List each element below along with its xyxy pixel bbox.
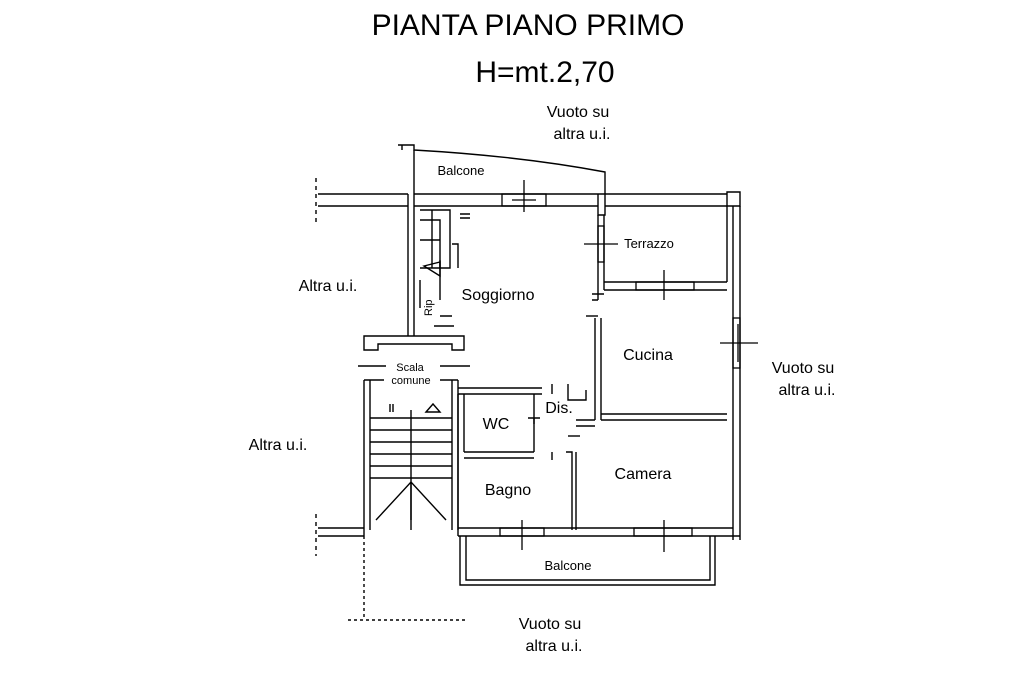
room-label-rip: Rip — [423, 299, 435, 316]
room-label-scala-1: Scala — [396, 362, 424, 374]
room-label-cucina: Cucina — [623, 347, 673, 364]
neighbor-wall-upper — [318, 193, 408, 207]
label-altra-left-lower: Altra u.i. — [249, 437, 308, 454]
kitchen-walls — [594, 318, 727, 421]
windows — [499, 180, 758, 552]
room-label-soggiorno: Soggiorno — [462, 287, 535, 304]
label-vuoto-bottom-2: altra u.i. — [526, 638, 583, 655]
room-label-camera: Camera — [615, 466, 672, 483]
wall-top — [414, 193, 598, 207]
plan-title: PIANTA PIANO PRIMO — [372, 9, 685, 42]
window-balcone-top — [501, 180, 547, 212]
balcony-bottom-outline — [459, 536, 716, 586]
room-label-balcone-top: Balcone — [438, 163, 485, 178]
wc-walls — [457, 387, 542, 530]
room-label-terrazzo: Terrazzo — [624, 236, 674, 251]
room-label-scala-2: comune — [391, 375, 430, 387]
label-vuoto-top-2: altra u.i. — [554, 126, 611, 143]
balcony-top-outline — [398, 144, 606, 194]
label-altra-left-upper: Altra u.i. — [299, 278, 358, 295]
label-vuoto-right-1: Vuoto su — [772, 360, 835, 377]
window-bagno — [499, 520, 545, 550]
room-label-balcone-bottom: Balcone — [545, 558, 592, 573]
stair-wall — [407, 194, 415, 336]
window-cucina-top — [635, 270, 695, 300]
room-label-dis: Dis. — [545, 400, 573, 417]
room-label-wc: WC — [483, 416, 510, 433]
room-label-bagno: Bagno — [485, 482, 531, 499]
wall-bottom — [318, 527, 740, 537]
window-terrazzo — [584, 225, 618, 263]
terrace-outline — [605, 193, 727, 207]
window-camera — [633, 520, 693, 552]
label-vuoto-bottom-1: Vuoto su — [519, 616, 582, 633]
walls — [315, 144, 741, 621]
plan-subtitle: H=mt.2,70 — [475, 56, 614, 89]
window-cucina-right — [720, 317, 758, 369]
common-stair — [363, 380, 459, 536]
label-vuoto-top-1: Vuoto su — [547, 104, 610, 121]
label-vuoto-right-2: altra u.i. — [779, 382, 836, 399]
